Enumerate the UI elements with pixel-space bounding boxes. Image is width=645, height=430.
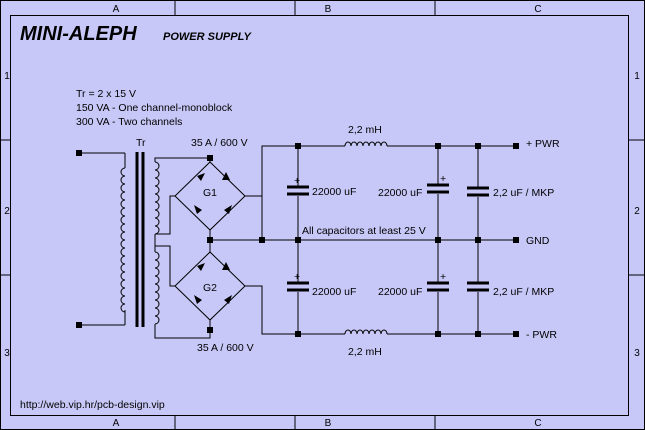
terminal-gnd [513, 237, 519, 243]
diode-icon [222, 262, 230, 270]
junction-dots [207, 143, 481, 337]
diode-icon [197, 263, 205, 271]
cap-c5-label: 22000 uF [378, 286, 422, 298]
diode-icon [224, 295, 232, 304]
terminal-plus-pwr [513, 143, 519, 149]
capacitor-c6 [467, 281, 489, 292]
out-gnd-label: GND [526, 235, 550, 247]
note-line-1: Tr = 2 x 15 V [76, 88, 136, 100]
title-main: MINI-ALEPH [20, 23, 137, 45]
bridge-g1: G1 [174, 161, 246, 231]
diode-icon [224, 205, 232, 214]
inductor-top [344, 141, 388, 147]
zone-row-3-right: 3 [634, 348, 640, 359]
cap-c2-label: 22000 uF [378, 187, 422, 199]
transformer-primary-terminal-top [76, 150, 82, 156]
zone-col-a-top: A [113, 4, 120, 15]
cap-c1-label: 22000 uF [312, 186, 356, 198]
zone-row-2-left: 2 [4, 206, 10, 217]
out-minus-label: - PWR [526, 329, 557, 341]
zone-row-1-left: 1 [4, 71, 10, 82]
bridge-g2-rating: 35 A / 600 V [197, 342, 254, 354]
zone-col-c-bottom: C [534, 418, 541, 429]
cap-c6-label: 2,2 uF / MKP [493, 286, 554, 298]
inductor-top-label: 2,2 mH [348, 124, 382, 136]
inductor-bottom-label: 2,2 mH [348, 346, 382, 358]
zone-row-1-right: 1 [634, 71, 640, 82]
zone-col-b-bottom: B [325, 418, 332, 429]
zone-col-c-top: C [534, 4, 541, 15]
terminal-minus-pwr [513, 331, 519, 337]
capacitor-c3 [467, 186, 489, 197]
cap-c4-label: 22000 uF [312, 286, 356, 298]
capacitor-c4: + [287, 271, 309, 292]
transformer-label: Tr [136, 137, 146, 149]
primary-coil [120, 167, 126, 313]
inductor-bottom [344, 329, 388, 335]
out-plus-label: + PWR [526, 138, 560, 150]
zone-row-3-left: 3 [4, 348, 10, 359]
bridge-g1-label: G1 [203, 187, 217, 199]
footer-url: http://web.vip.hr/pcb-design.vip [20, 399, 165, 411]
note-line-2: 150 VA - One channel-monoblock [76, 102, 233, 114]
cap-c5-plus: + [440, 271, 446, 283]
zone-col-b-top: B [325, 4, 332, 15]
bridge-g2: G2 [174, 251, 246, 321]
diode-icon [194, 205, 202, 214]
bridge-g1-rating: 35 A / 600 V [191, 137, 248, 149]
diode-icon [222, 172, 230, 180]
title-sub: POWER SUPPLY [163, 31, 252, 43]
note-line-3: 300 VA - Two channels [76, 116, 182, 128]
diode-icon [194, 295, 202, 304]
cap-c3-label: 2,2 uF / MKP [493, 187, 554, 199]
zone-col-a-bottom: A [113, 418, 120, 429]
diode-icon [197, 173, 205, 181]
cap-c2-plus: + [440, 173, 446, 185]
cap-note: All capacitors at least 25 V [302, 225, 426, 237]
zone-row-2-right: 2 [634, 206, 640, 217]
secondary-coil-top [154, 161, 160, 235]
capacitor-c2: + [427, 173, 449, 194]
capacitor-c5: + [427, 271, 449, 292]
capacitor-c1: + [287, 175, 309, 196]
secondary-coil-bottom [154, 251, 160, 325]
transformer-primary-terminal-bottom [76, 322, 82, 328]
transformer: Tr [79, 137, 211, 339]
cap-c4-plus: + [294, 271, 300, 283]
bridge-g2-label: G2 [203, 282, 217, 294]
cap-c1-plus: + [294, 175, 300, 187]
